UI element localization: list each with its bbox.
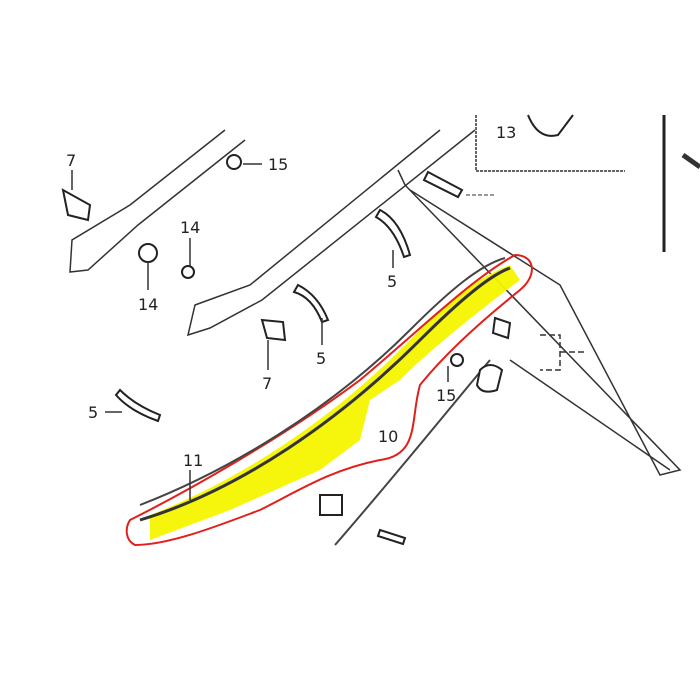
label-5: 5 — [316, 349, 326, 368]
inset-box — [475, 115, 625, 172]
handle-bar-left — [69, 129, 246, 273]
label-5: 5 — [387, 272, 397, 291]
part-15-nut — [226, 154, 242, 170]
cable-clamp — [319, 494, 343, 516]
label-15: 15 — [436, 386, 456, 405]
highlight-outline — [125, 253, 533, 547]
label-11: 11 — [183, 451, 203, 470]
cable-11[interactable] — [139, 257, 506, 506]
label-7: 7 — [66, 151, 76, 170]
label-7: 7 — [262, 374, 272, 393]
part-5-c — [114, 388, 162, 423]
part-7-lower — [260, 318, 287, 342]
part-14-bolt — [181, 265, 195, 279]
bolt — [422, 170, 464, 199]
label-13: 13 — [496, 123, 516, 142]
lever — [475, 364, 504, 393]
part-5-b — [292, 283, 330, 324]
part-15-nut-b — [450, 353, 464, 367]
cable-10[interactable] — [139, 266, 511, 522]
part-14-clip — [138, 243, 158, 263]
connector — [491, 316, 512, 340]
label-10: 10 — [378, 427, 398, 446]
label-5: 5 — [88, 403, 98, 422]
deck-line — [509, 359, 671, 471]
label-15: 15 — [268, 155, 288, 174]
label-14: 14 — [180, 218, 200, 237]
partial-part — [681, 152, 700, 170]
handle-bar-right — [186, 129, 476, 337]
label-14: 14 — [138, 295, 158, 314]
deck-outline — [397, 169, 682, 476]
part-7-upper — [61, 188, 92, 222]
bracket-leader — [540, 334, 585, 371]
cable-lower — [334, 359, 491, 546]
lower-bolt — [376, 528, 407, 546]
inset-part — [527, 114, 574, 137]
part-5-a — [374, 208, 412, 259]
